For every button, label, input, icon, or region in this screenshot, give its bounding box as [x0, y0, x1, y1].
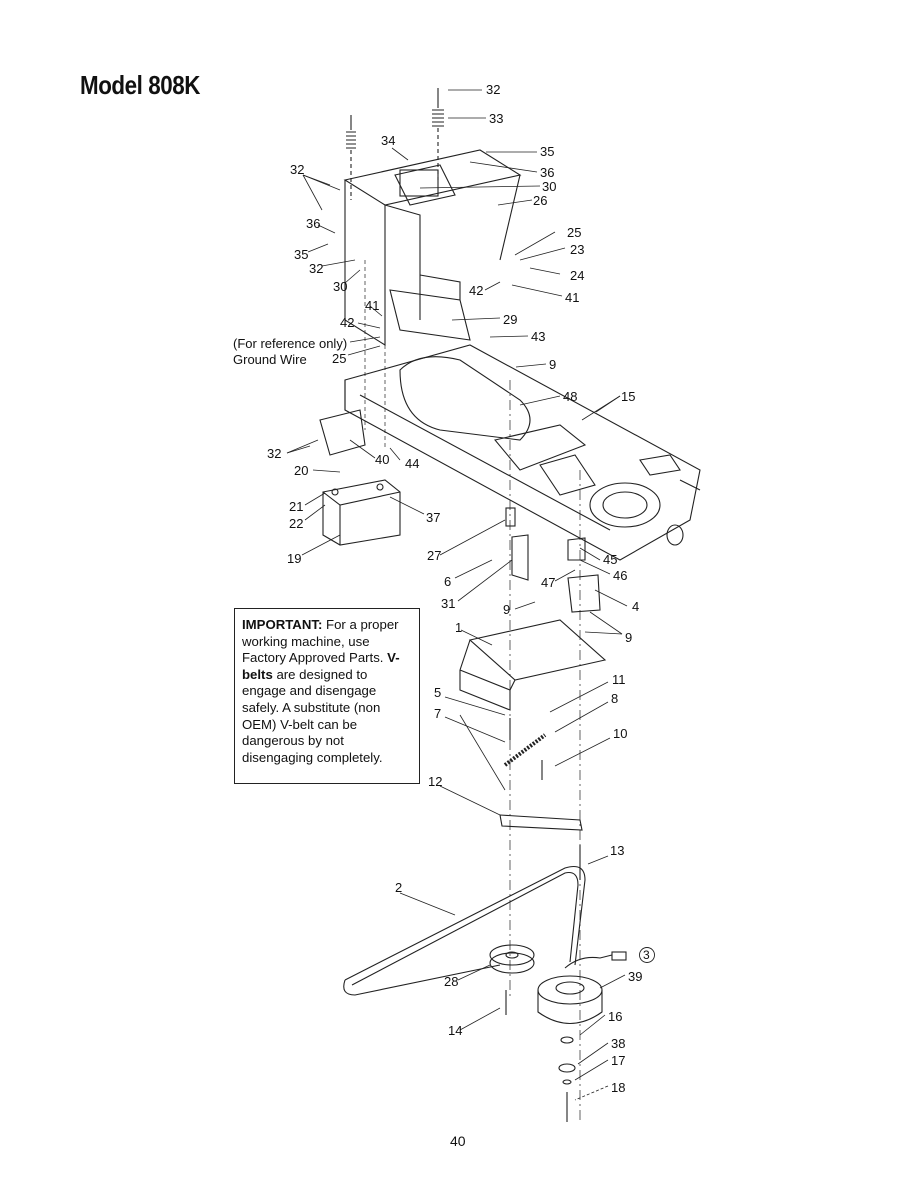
shield-40: [319, 409, 366, 456]
callout-27: 27: [427, 548, 442, 563]
callout-47: 47: [541, 575, 556, 590]
callout-30-left: 30: [333, 279, 348, 294]
callout-36-left: 36: [306, 216, 321, 231]
callout-31: 31: [441, 596, 456, 611]
callout-37: 37: [426, 510, 441, 525]
bracket-4: [567, 574, 601, 613]
callout-14: 14: [448, 1023, 463, 1038]
callout-9-mid: 9: [503, 602, 511, 617]
callout-11: 11: [612, 672, 626, 687]
callout-25-left: 25: [332, 351, 347, 366]
callout-35-left: 35: [294, 247, 309, 262]
callout-40: 40: [375, 452, 390, 467]
reference-note-line1: (For reference only): [233, 336, 348, 351]
arm-12: [499, 814, 583, 831]
callout-3: 3: [643, 948, 650, 962]
callout-41-right: 41: [565, 290, 580, 305]
callout-45: 45: [603, 552, 618, 567]
callout-8: 8: [611, 691, 619, 706]
callout-29: 29: [503, 312, 518, 327]
callout-20: 20: [294, 463, 309, 478]
callout-39: 39: [628, 969, 643, 984]
callout-23: 23: [570, 242, 585, 257]
v-belt-2: [343, 865, 586, 996]
callout-33: 33: [489, 111, 504, 126]
callout-32-left-2: 32: [309, 261, 324, 276]
callout-25: 25: [567, 225, 582, 240]
callout-18: 18: [611, 1080, 626, 1095]
important-text-2: are designed to engage and disengage saf…: [242, 666, 383, 765]
important-label: IMPORTANT:: [242, 617, 323, 632]
callout-35: 35: [540, 144, 555, 159]
callout-30: 30: [542, 179, 557, 194]
callout-9-right: 9: [625, 630, 633, 645]
callout-42-left: 42: [340, 315, 355, 330]
steering-opening: [589, 482, 661, 528]
callout-32-left: 32: [290, 162, 305, 177]
callout-46: 46: [613, 568, 628, 583]
callout-15: 15: [621, 389, 636, 404]
callout-26: 26: [533, 193, 548, 208]
clutch-39: [537, 975, 603, 1005]
callout-16: 16: [608, 1009, 623, 1024]
callout-6: 6: [444, 574, 452, 589]
important-note-box: IMPORTANT: For a proper working machine,…: [234, 608, 420, 784]
page-number: 40: [450, 1133, 466, 1149]
ground-wire-reference: (For reference only) Ground Wire: [233, 336, 347, 367]
callout-19: 19: [287, 551, 302, 566]
battery-19: [322, 479, 401, 546]
callout-42-right: 42: [469, 283, 484, 298]
page-title: Model 808K: [80, 70, 200, 100]
callout-2: 2: [395, 880, 403, 895]
callout-44: 44: [405, 456, 420, 471]
callout-48: 48: [563, 389, 578, 404]
spring-right: [432, 88, 444, 127]
spring-left: [346, 115, 356, 149]
callout-5: 5: [434, 685, 442, 700]
callout-13: 13: [610, 843, 625, 858]
callout-22: 22: [289, 516, 304, 531]
callout-24: 24: [570, 268, 585, 283]
callout-32: 32: [486, 82, 501, 97]
callout-1: 1: [455, 620, 463, 635]
callout-17: 17: [611, 1053, 626, 1068]
plate-29: [389, 289, 471, 341]
upper-bracket-top: [343, 149, 522, 206]
spring-10: [503, 733, 547, 767]
callout-36: 36: [540, 165, 555, 180]
callout-32-bottom: 32: [267, 446, 282, 461]
callout-circle-3: [639, 947, 655, 963]
belt-upper: [399, 356, 531, 441]
callout-4: 4: [632, 599, 640, 614]
callout-34: 34: [381, 133, 396, 148]
callout-12: 12: [428, 774, 443, 789]
callout-9-top: 9: [549, 357, 557, 372]
vbelts-label: V-belts: [242, 650, 400, 682]
callout-43: 43: [531, 329, 546, 344]
reference-note-line2: Ground Wire: [233, 351, 307, 367]
upper-bracket-right: [499, 174, 521, 261]
bracket-31: [511, 534, 529, 581]
callout-21: 21: [289, 499, 304, 514]
callout-10: 10: [613, 726, 628, 741]
pulley-28: [489, 944, 535, 966]
main-frame: [344, 344, 701, 561]
plate-1: [468, 619, 607, 681]
callout-7: 7: [434, 706, 442, 721]
important-text-1: For a proper working machine, use Factor…: [242, 617, 399, 666]
callout-28: 28: [444, 974, 459, 989]
callout-41-left: 41: [365, 298, 380, 313]
callout-38: 38: [611, 1036, 626, 1051]
